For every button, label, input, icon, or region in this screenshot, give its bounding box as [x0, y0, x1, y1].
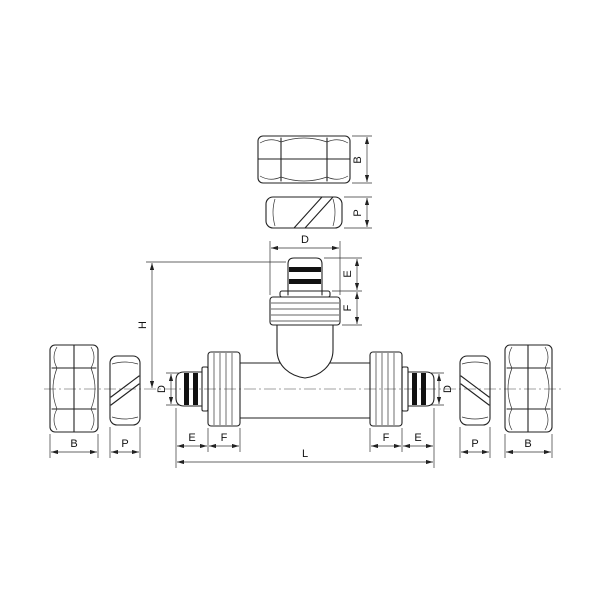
right-o-ring	[412, 373, 417, 405]
dim-top-ring-p: P	[344, 196, 372, 229]
dim-label-f: F	[221, 432, 228, 444]
extension-line	[109, 427, 141, 458]
branch-o-ring	[289, 279, 321, 284]
right-ring-outline	[459, 355, 491, 426]
left-o-ring	[193, 373, 198, 405]
extension-line	[49, 434, 99, 458]
left-ring-slit	[110, 375, 140, 398]
dim-left-nut-b: B	[49, 434, 99, 458]
dim-top-nut-b: B	[352, 135, 372, 184]
branch-neck-left	[276, 324, 306, 379]
right-collar	[401, 366, 409, 412]
extension-line	[269, 241, 341, 295]
right-nut-chamfer	[507, 346, 550, 431]
left-collar	[201, 366, 209, 412]
top-ring-slit	[293, 196, 323, 229]
dim-length-l: L	[177, 448, 434, 465]
top-ring-slit	[304, 196, 334, 229]
dim-label-b: B	[524, 438, 531, 450]
dim-label-d: D	[442, 385, 454, 393]
right-nut	[504, 344, 553, 433]
left-split-ring	[109, 355, 141, 426]
extension-line	[324, 257, 362, 326]
left-nut	[49, 344, 99, 433]
right-thread-crests	[375, 353, 395, 425]
dim-left-ring-p: P	[109, 427, 141, 458]
dim-bottom-left-e-f: E F	[175, 408, 241, 468]
extension-line	[166, 372, 180, 406]
dim-label-f: F	[383, 432, 390, 444]
right-ring-end-curve	[461, 361, 489, 420]
right-split-ring	[459, 355, 491, 426]
right-insert	[407, 371, 435, 407]
dim-height-h: H	[137, 261, 286, 389]
dim-label-b: B	[70, 438, 77, 450]
extension-line	[344, 196, 372, 229]
left-ring-end-curve	[111, 361, 139, 420]
extension-line	[352, 135, 372, 184]
dim-label-d: D	[301, 234, 309, 246]
extension-line	[504, 434, 553, 458]
dim-label-h: H	[137, 321, 149, 329]
top-nut-chamfer	[259, 175, 349, 182]
dim-branch-d: D	[269, 234, 341, 295]
left-ring-slit	[110, 383, 140, 406]
top-split-ring	[265, 196, 343, 229]
dim-label-e: E	[188, 432, 195, 444]
dim-label-d: D	[156, 385, 168, 393]
dim-label-p: P	[121, 438, 128, 450]
right-ring-slit	[460, 375, 490, 398]
left-ring-outline	[109, 355, 141, 426]
extension-line	[430, 372, 444, 406]
branch-thread	[269, 296, 341, 326]
dim-right-d: D	[430, 372, 454, 406]
top-nut-chamfer	[259, 137, 349, 144]
dim-right-ring-p: P	[459, 427, 491, 458]
extension-line	[459, 427, 491, 458]
left-thread-crests	[213, 353, 233, 425]
right-o-ring	[421, 373, 426, 405]
dim-label-e: E	[414, 432, 421, 444]
dim-bottom-right-f-e: F E	[369, 408, 435, 468]
dim-label-p: P	[471, 438, 478, 450]
top-ring-end-curve	[272, 198, 336, 227]
extension-line	[175, 408, 241, 468]
dim-label-l: L	[302, 448, 308, 460]
left-insert	[175, 371, 203, 407]
left-nut-chamfer	[52, 346, 96, 431]
branch-o-ring	[289, 267, 321, 272]
right-ring-slit	[460, 383, 490, 406]
tee-body	[175, 257, 435, 427]
branch-insert	[287, 257, 323, 296]
branch-neck-right	[304, 324, 334, 379]
dim-label-b: B	[352, 156, 364, 163]
extension-line	[369, 408, 435, 468]
dim-label-p: P	[352, 209, 364, 216]
dim-left-d: D	[156, 372, 180, 406]
top-ring-outline	[265, 196, 343, 229]
branch-thread-crests	[271, 302, 339, 322]
left-o-ring	[184, 373, 189, 405]
top-nut	[257, 135, 351, 184]
dim-branch-e-f: E F	[324, 257, 362, 326]
dim-right-nut-b: B	[504, 434, 553, 458]
dim-label-f: F	[342, 304, 354, 311]
dim-label-e: E	[342, 270, 354, 277]
